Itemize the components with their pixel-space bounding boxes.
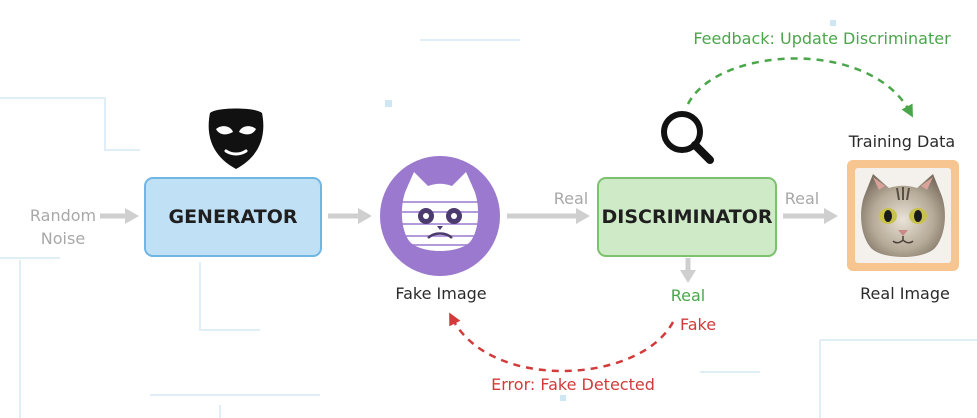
arrow-generator-to-fake: [328, 208, 372, 224]
discriminator-box: [597, 177, 777, 257]
generator-box: [144, 177, 322, 257]
feedback-label: Feedback: Update Discriminater: [693, 29, 951, 48]
real-cat-photo: [855, 168, 951, 263]
real-image-label: Real Image: [860, 284, 950, 303]
error-label: Error: Fake Detected: [491, 375, 655, 394]
fake-image: [380, 156, 500, 276]
random-noise-label: Random: [30, 206, 96, 225]
mask-icon: [208, 108, 264, 169]
verdict-real-label: Real: [671, 286, 706, 305]
fake-image-label: Fake Image: [395, 284, 486, 303]
random-noise-label: Noise: [41, 229, 85, 248]
edge-label-real-in: Real: [554, 189, 589, 208]
magnifier-icon: [661, 111, 714, 164]
background-decoration: [0, 20, 977, 418]
feedback-arrow: [686, 57, 913, 118]
generator-label: GENERATOR: [168, 206, 297, 228]
error-arrow: [449, 312, 675, 373]
edge-label-real-out: Real: [785, 189, 820, 208]
glitch-cat-icon: [401, 172, 479, 251]
training-data-label: Training Data: [848, 132, 955, 151]
arrow-fake-to-discriminator: [507, 208, 590, 224]
arrow-verdict: [680, 258, 696, 283]
arrow-noise-to-generator: [100, 208, 139, 224]
arrow-training-to-discriminator: [783, 208, 838, 224]
verdict-fake-label: Fake: [680, 315, 716, 334]
discriminator-label: DISCRIMINATOR: [601, 206, 772, 228]
